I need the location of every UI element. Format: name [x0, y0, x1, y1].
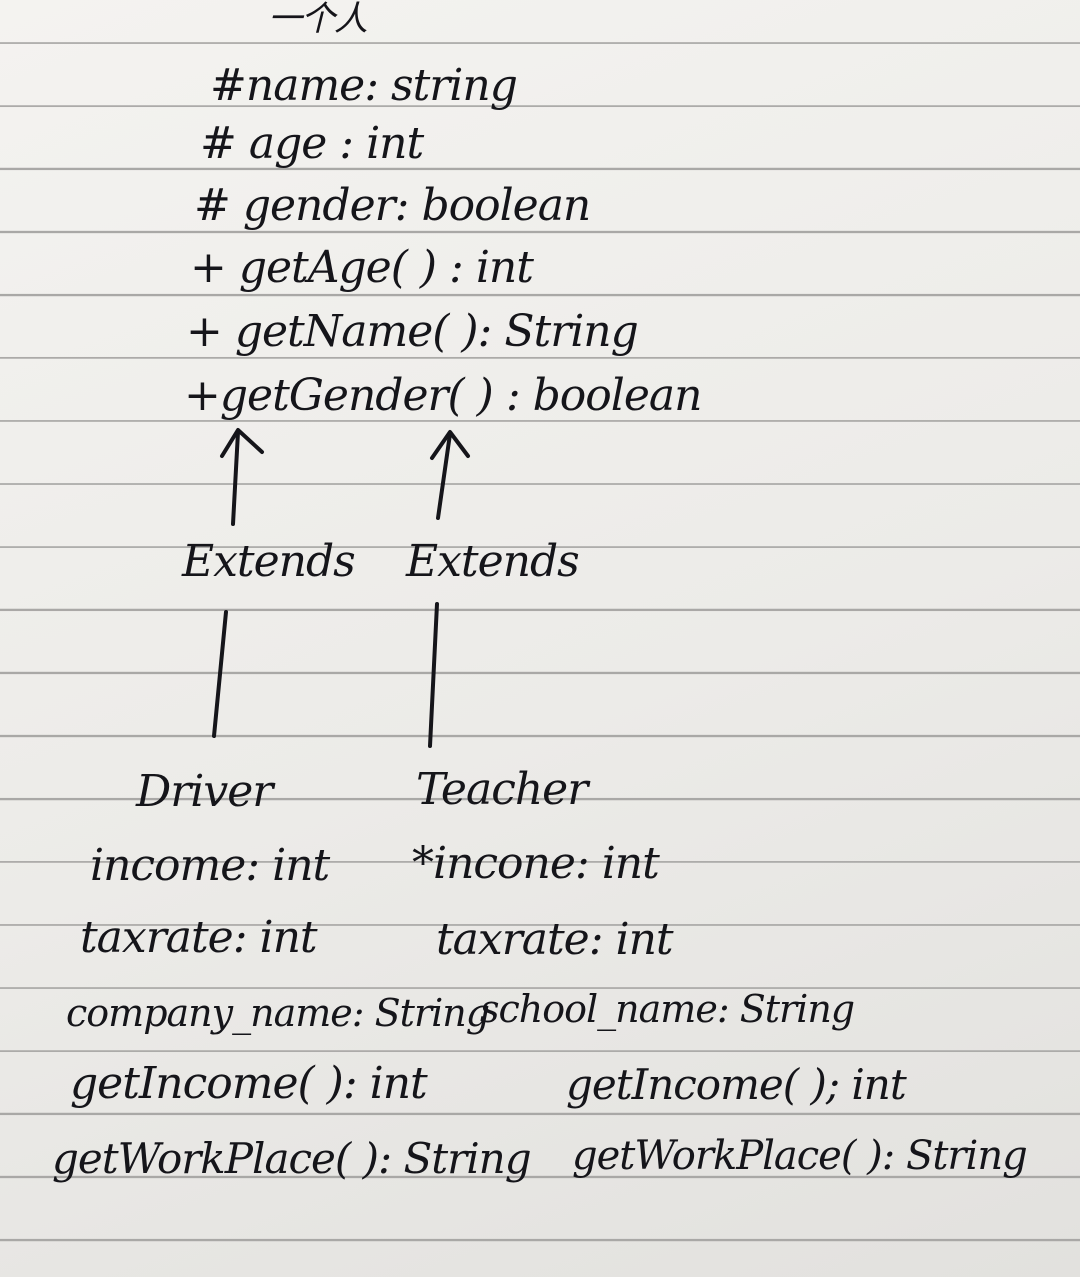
left-extends-label: Extends — [182, 536, 356, 587]
driver-method-getincome: getIncome( ): int — [70, 1058, 428, 1109]
teacher-class-title: Teacher — [416, 764, 588, 815]
driver-attribute-taxrate: taxrate: int — [80, 912, 318, 963]
right-connector-line — [428, 602, 439, 748]
teacher-attribute-taxrate: taxrate: int — [436, 914, 674, 965]
driver-method-getworkplace: getWorkPlace( ): String — [52, 1134, 532, 1183]
parent-method-getage: + getAge( ) : int — [190, 242, 534, 293]
teacher-attribute-income: *incone: int — [412, 838, 660, 889]
teacher-method-getincome: getIncome( ); int — [566, 1060, 907, 1109]
parent-attribute-age: # age : int — [200, 118, 424, 169]
driver-attribute-company-name: company_name: String — [66, 991, 490, 1035]
parent-attribute-gender: # gender: boolean — [194, 180, 591, 231]
right-arrow-shaft — [436, 432, 452, 520]
left-arrow-head — [220, 428, 264, 458]
parent-class-title: 一个人 — [268, 0, 368, 39]
driver-attribute-income: income: int — [90, 840, 330, 891]
left-connector-line — [212, 610, 228, 738]
left-arrow-shaft — [231, 430, 240, 526]
right-arrow-head — [430, 430, 470, 460]
parent-method-getgender: +getGender( ) : boolean — [184, 370, 702, 421]
right-extends-label: Extends — [406, 536, 580, 587]
teacher-attribute-school-name: school_name: String — [480, 987, 855, 1031]
parent-attribute-name: #name: string — [210, 60, 518, 111]
teacher-method-getworkplace: getWorkPlace( ): String — [572, 1133, 1028, 1179]
driver-class-title: Driver — [136, 766, 273, 817]
parent-method-getname: + getName( ): String — [186, 306, 639, 357]
